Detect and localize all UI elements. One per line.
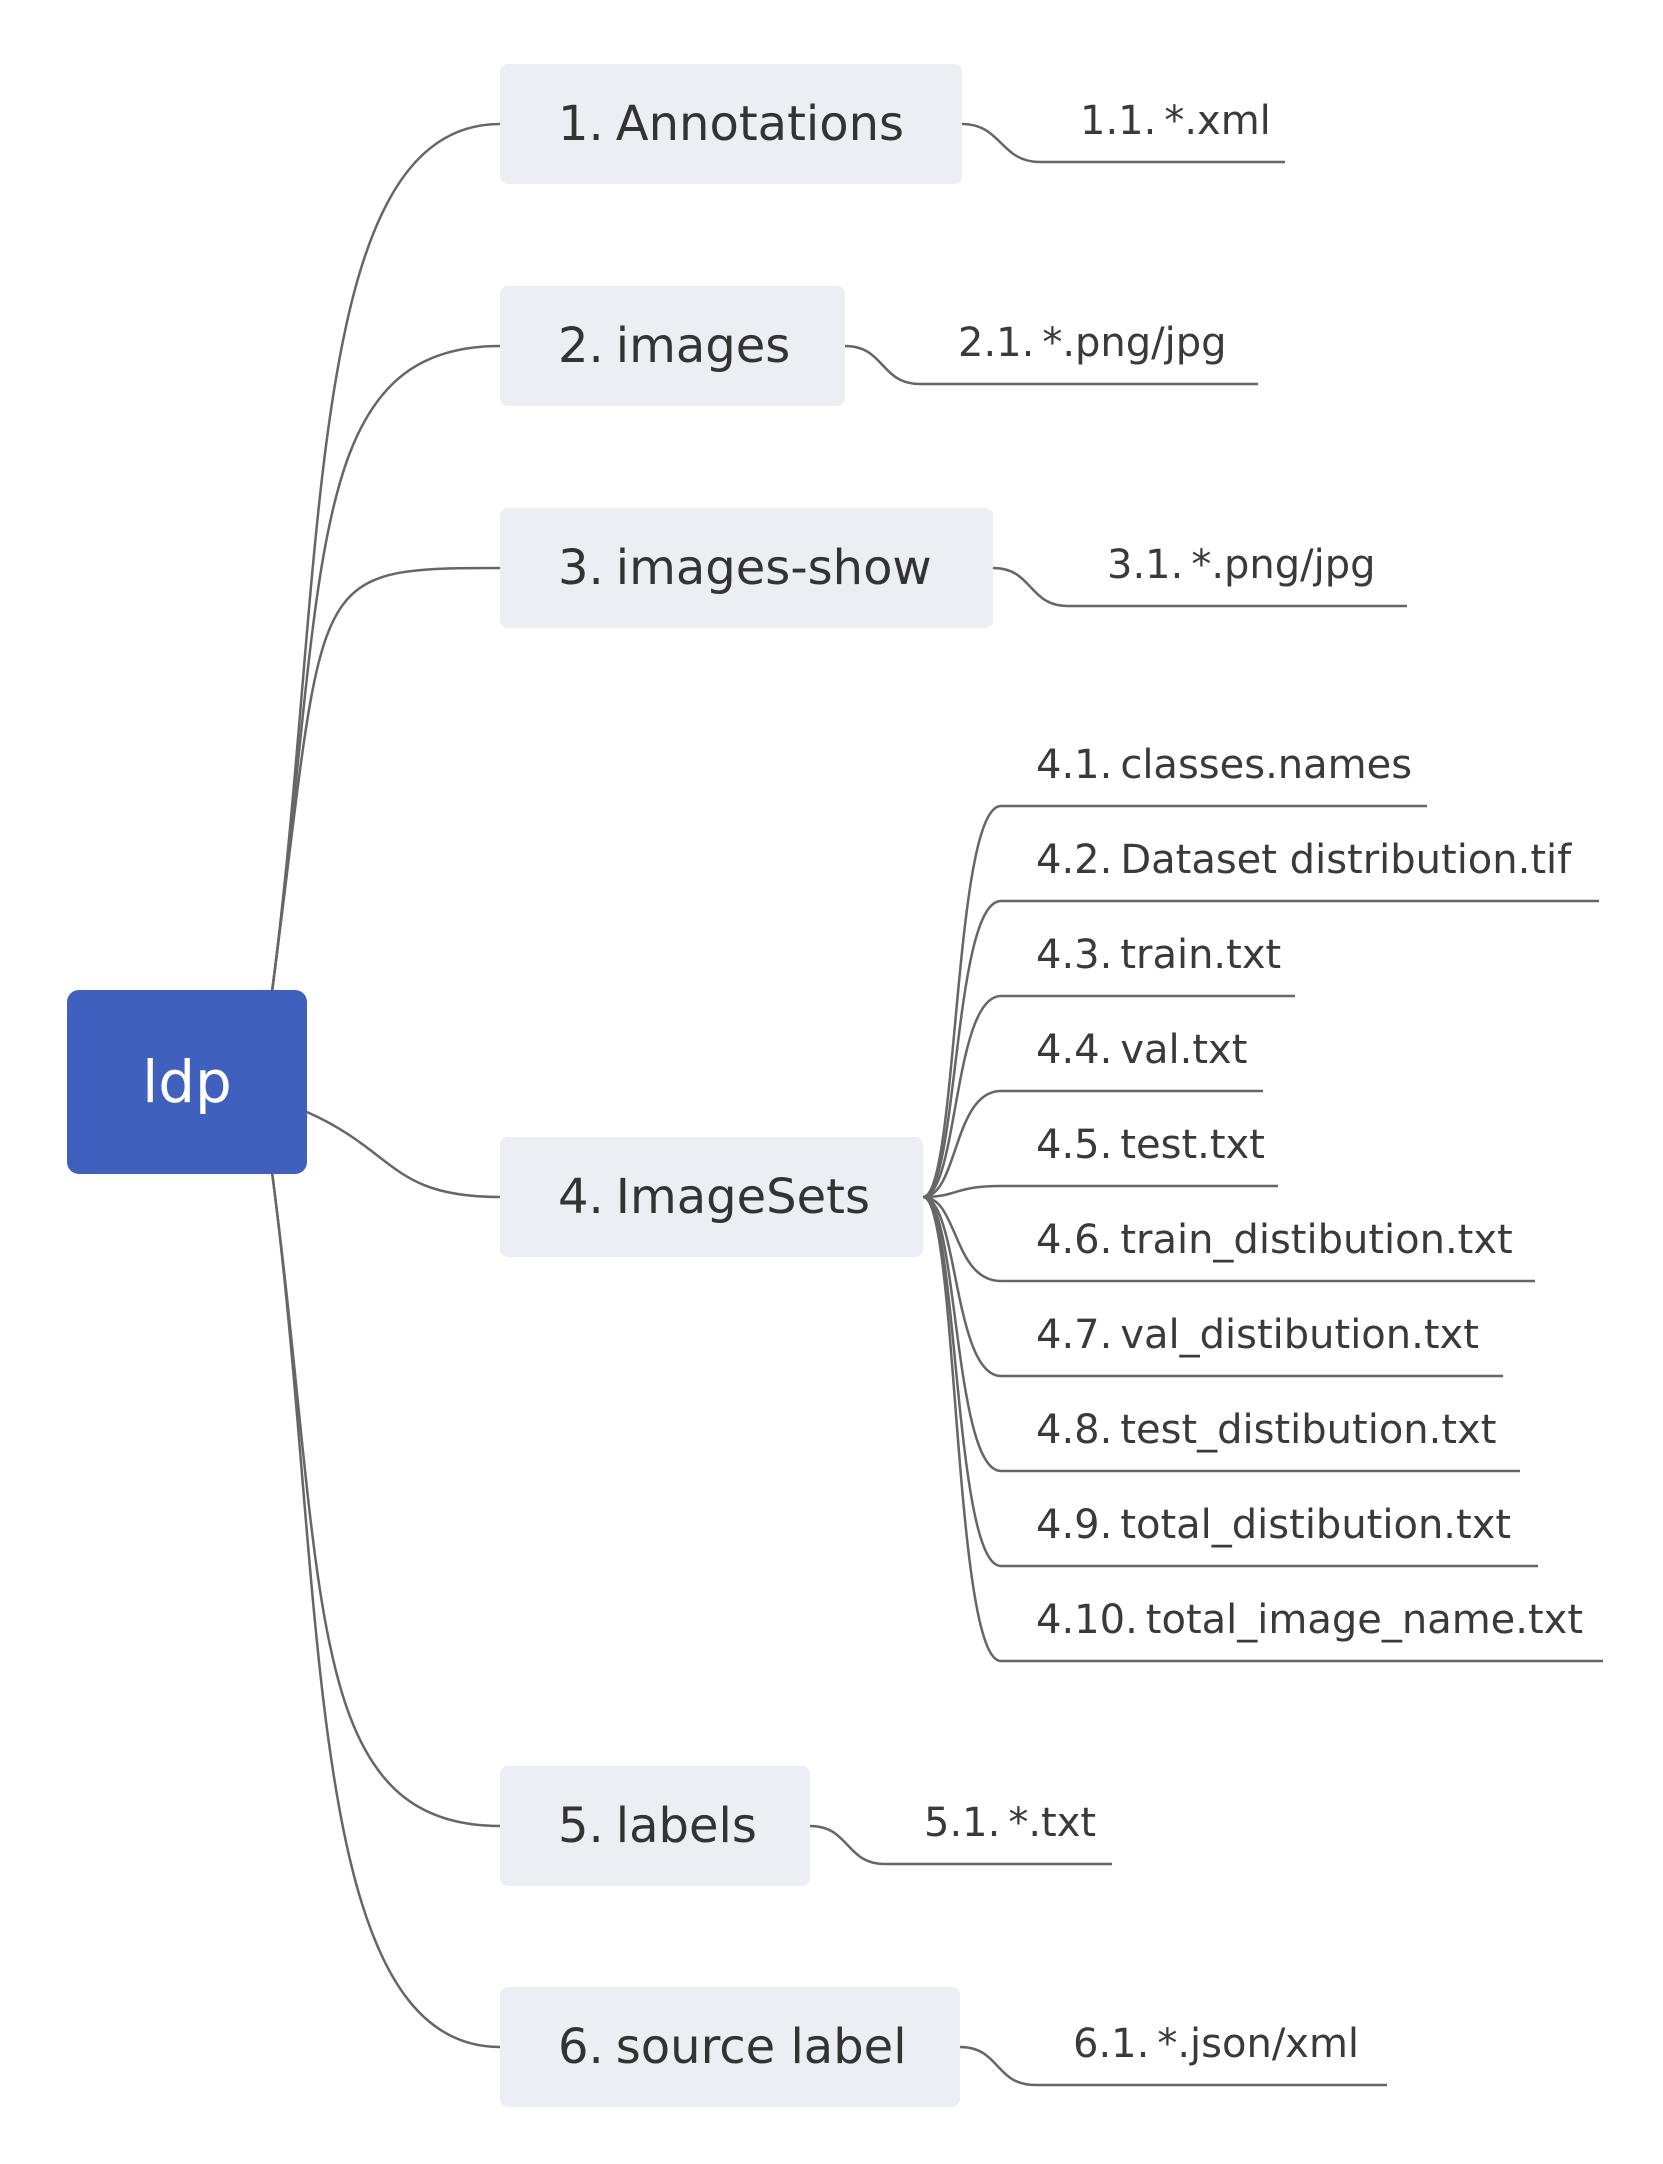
connector-root-branch-1 [270, 122, 501, 993]
branch-label: source label [615, 2019, 907, 2075]
leaf-4-6[interactable]: 4.6. train_distibution.txt [1036, 1217, 1513, 1263]
branch-number: 3. [558, 540, 604, 596]
leaf-number: 4.8. [1036, 1407, 1113, 1453]
leaf-number: 4.2. [1036, 837, 1113, 883]
leaf-4-2[interactable]: 4.2. Dataset distribution.tif [1036, 837, 1571, 883]
leaf-4-5[interactable]: 4.5. test.txt [1036, 1122, 1265, 1168]
connector-root-branch-4 [306, 1110, 501, 1199]
leaf-number: 1.1. [1080, 98, 1157, 144]
leaf-number: 6.1. [1073, 2021, 1150, 2067]
connector-3-1 [992, 566, 1407, 608]
leaf-number: 4.9. [1036, 1502, 1113, 1548]
leaf-number: 2.1. [958, 320, 1035, 366]
branch-label: ImageSets [615, 1169, 870, 1225]
leaf-2-1[interactable]: 2.1. *.png/jpg [958, 320, 1227, 366]
leaf-4-1[interactable]: 4.1. classes.names [1036, 742, 1412, 788]
connector-root-branch-2 [270, 344, 501, 993]
branch-label: images [615, 318, 791, 374]
branch-label: images-show [615, 540, 932, 596]
connector-root-branch-6 [270, 1171, 501, 2049]
connector-5-1 [809, 1824, 1112, 1866]
connector-4-8 [922, 1195, 1520, 1473]
connector-4-1 [922, 804, 1427, 1199]
branch-number: 4. [558, 1169, 604, 1225]
leaf-label: total_image_name.txt [1145, 1597, 1584, 1643]
connector-root-branch-3 [270, 566, 501, 993]
leaf-number: 4.3. [1036, 932, 1113, 978]
branch-label: Annotations [615, 96, 905, 152]
branch-labels[interactable]: 5. labels [500, 1766, 810, 1886]
leaf-4-3[interactable]: 4.3. train.txt [1036, 932, 1281, 978]
leaf-label: *.txt [1008, 1800, 1097, 1846]
leaf-number: 4.7. [1036, 1312, 1113, 1358]
leaf-4-4[interactable]: 4.4. val.txt [1036, 1027, 1247, 1073]
branch-imagesets[interactable]: 4. ImageSets [500, 1137, 923, 1257]
leaf-4-10[interactable]: 4.10. total_image_name.txt [1036, 1597, 1583, 1643]
leaf-label: *.png/jpg [1191, 542, 1376, 588]
leaf-6-1[interactable]: 6.1. *.json/xml [1073, 2021, 1359, 2067]
leaf-label: train_distibution.txt [1120, 1217, 1513, 1263]
leaf-5-1[interactable]: 5.1. *.txt [924, 1800, 1096, 1846]
leaf-label: test.txt [1120, 1122, 1265, 1168]
branch-number: 5. [558, 1798, 604, 1854]
leaf-4-9[interactable]: 4.9. total_distibution.txt [1036, 1502, 1511, 1548]
branch-number: 6. [558, 2019, 604, 2075]
root-label: ldp [142, 1048, 232, 1116]
branch-annotations[interactable]: 1. Annotations [500, 64, 962, 184]
leaf-label: val_distibution.txt [1120, 1312, 1479, 1358]
connector-4-3 [922, 994, 1295, 1199]
connector-4-9 [922, 1195, 1538, 1568]
connector-4-2 [922, 899, 1599, 1199]
leaf-number: 5.1. [924, 1800, 1001, 1846]
leaf-label: *.json/xml [1157, 2021, 1360, 2067]
leaf-3-1[interactable]: 3.1. *.png/jpg [1107, 542, 1376, 588]
connector-root-branch-5 [270, 1171, 501, 1828]
leaf-number: 4.4. [1036, 1027, 1113, 1073]
leaf-number: 4.10. [1036, 1597, 1138, 1643]
leaf-number: 4.6. [1036, 1217, 1113, 1263]
connector-4-10 [922, 1195, 1603, 1663]
branch-images-show[interactable]: 3. images-show [500, 508, 993, 628]
leaf-label: train.txt [1120, 932, 1282, 978]
connector-1-1 [961, 122, 1285, 164]
leaf-4-7[interactable]: 4.7. val_distibution.txt [1036, 1312, 1479, 1358]
leaf-number: 4.1. [1036, 742, 1113, 788]
branch-images[interactable]: 2. images [500, 286, 845, 406]
leaf-label: *.xml [1164, 98, 1271, 144]
leaf-label: *.png/jpg [1042, 320, 1227, 366]
branch-source-label[interactable]: 6. source label [500, 1987, 960, 2107]
leaf-number: 4.5. [1036, 1122, 1113, 1168]
leaf-label: Dataset distribution.tif [1120, 837, 1572, 883]
leaf-1-1[interactable]: 1.1. *.xml [1080, 98, 1271, 144]
leaf-label: classes.names [1120, 742, 1413, 788]
connector-4-5 [922, 1184, 1278, 1199]
branch-label: labels [615, 1798, 757, 1854]
connector-4-6 [922, 1195, 1535, 1283]
leaf-4-8[interactable]: 4.8. test_distibution.txt [1036, 1407, 1496, 1453]
leaf-label: total_distibution.txt [1120, 1502, 1512, 1548]
leaf-label: test_distibution.txt [1120, 1407, 1497, 1453]
root-node[interactable]: ldp [67, 990, 307, 1174]
connector-4-4 [922, 1089, 1263, 1199]
connector-2-1 [844, 344, 1258, 386]
connector-6-1 [959, 2045, 1387, 2087]
branch-number: 2. [558, 318, 604, 374]
connector-4-7 [922, 1195, 1503, 1378]
leaf-label: val.txt [1120, 1027, 1248, 1073]
leaf-number: 3.1. [1107, 542, 1184, 588]
branch-number: 1. [558, 96, 604, 152]
